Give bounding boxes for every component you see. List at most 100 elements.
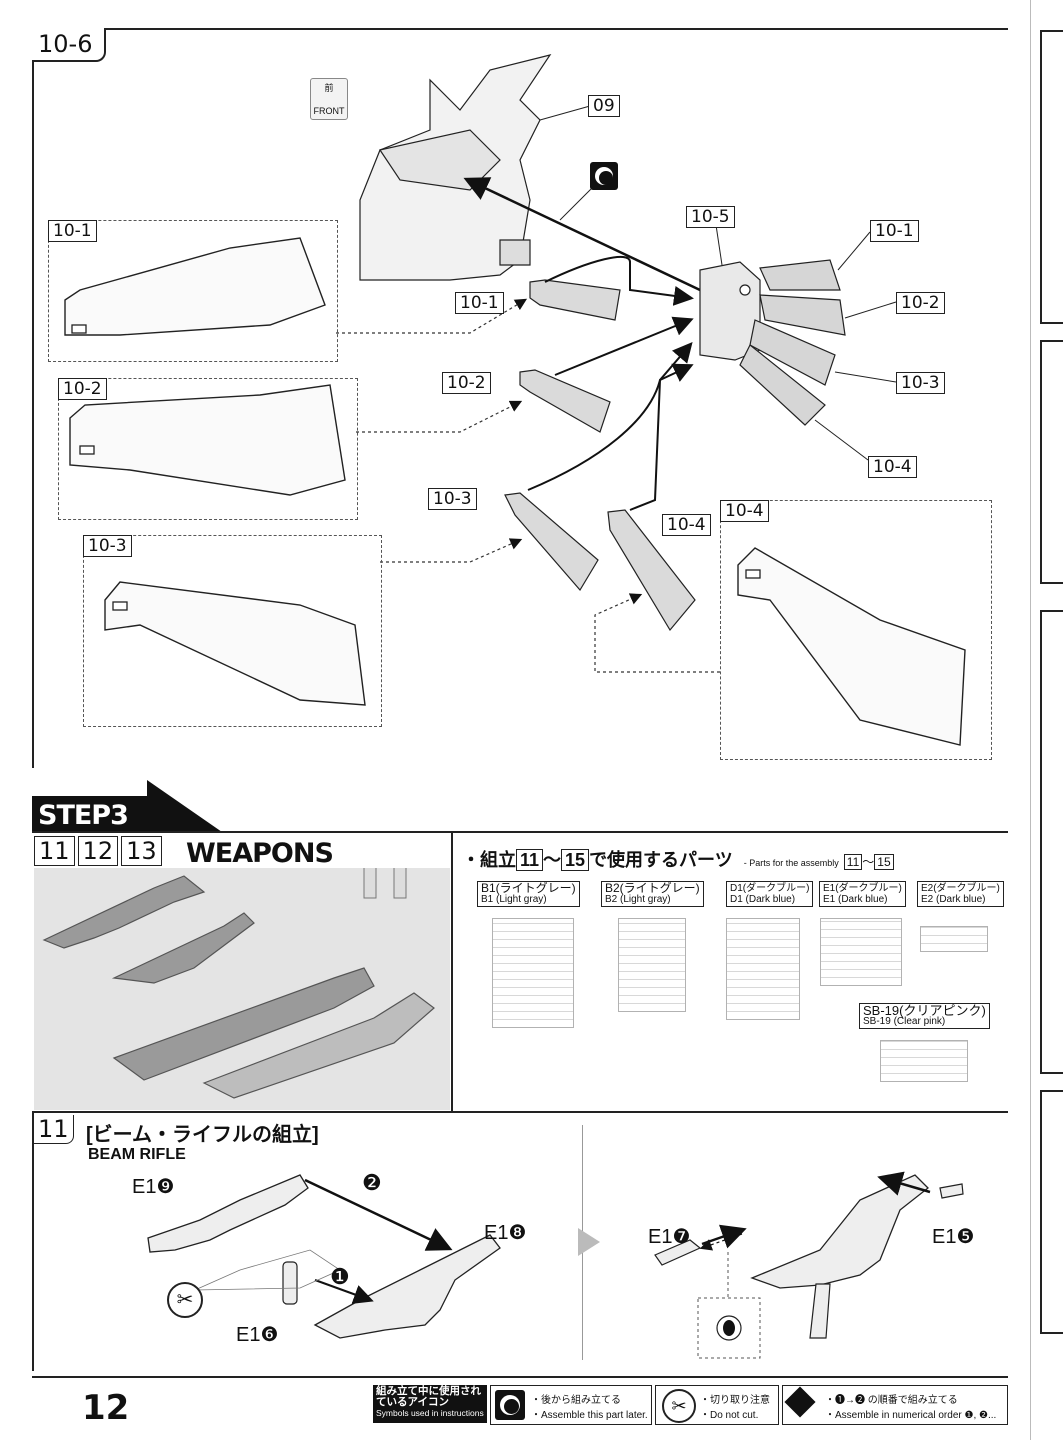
runner-sb19-en: SB-19 (Clear pink) <box>863 1016 946 1027</box>
step3-banner-shape <box>32 780 222 832</box>
footer-rule <box>32 1376 1008 1378</box>
parts-title-n1: 11 <box>516 849 544 871</box>
runner-label-d1: D1(ダークブルー) D1 (Dark blue) <box>726 881 814 907</box>
step-13-box: 13 <box>121 836 162 866</box>
next-page-box-3 <box>1040 610 1063 1074</box>
runner-b1-en: B1 (Light gray) <box>481 894 547 905</box>
part-e1-7-label: E1❼ <box>648 1226 691 1248</box>
step3-rule <box>32 831 1008 833</box>
part-e1-6-label: E1❻ <box>236 1324 279 1346</box>
parts-title-a: ・組立 <box>462 850 516 870</box>
detail-skirts <box>64 237 966 746</box>
label-right-10-3: 10-3 <box>896 372 945 394</box>
part-e1-8-label: E1❽ <box>484 1222 527 1244</box>
part-e1-5-label: E1❺ <box>932 1226 975 1248</box>
do-not-cut-icon: ✂ <box>167 1282 203 1318</box>
label-mid-10-3: 10-3 <box>428 488 477 510</box>
parts-title-en-n2: 15 <box>874 854 894 870</box>
beam-rifle-illustration <box>147 1171 964 1359</box>
step11-number: 11 <box>34 1115 74 1144</box>
runner-e2-en: E2 (Dark blue) <box>921 894 986 905</box>
parts-title-n2: 15 <box>561 849 590 871</box>
runner-label-e1: E1(ダークブルー) E1 (Dark blue) <box>819 881 906 907</box>
legend-order-jp: ・❶→❷ の順番で組み立てる <box>825 1395 958 1406</box>
runner-e1-jp: E1(ダークブルー) <box>823 883 902 894</box>
legend-title-en: Symbols used in instructions <box>376 1408 484 1418</box>
order-marker-1: ❶ <box>330 1264 350 1289</box>
detail-box-4 <box>720 500 992 760</box>
legend-order-icon <box>784 1386 816 1418</box>
parts-title-b: で使用するパーツ <box>589 850 733 870</box>
left-rule <box>32 28 34 768</box>
top-rule <box>32 28 1008 30</box>
step-11-box: 11 <box>34 836 75 866</box>
label-mid-10-2: 10-2 <box>442 372 491 394</box>
runner-b2-en: B2 (Light gray) <box>605 894 671 905</box>
legend-do-not-cut: ✂ ・切り取り注意 ・Do not cut. <box>655 1385 779 1425</box>
label-hub-10-5: 10-5 <box>686 206 735 228</box>
legend-cut-icon: ✂ <box>662 1389 696 1423</box>
next-page-box-2 <box>1040 340 1063 584</box>
mid-skirts <box>504 279 696 632</box>
runner-e1-en: E1 (Dark blue) <box>823 894 888 905</box>
part-label-09: 09 <box>588 95 620 117</box>
runner-label-b2: B2(ライトグレー) B2 (Light gray) <box>601 881 704 907</box>
weapons-title: WEAPONS <box>186 838 334 869</box>
legend-later-en: ・Assemble this part later. <box>531 1410 648 1421</box>
label-right-10-4: 10-4 <box>868 456 917 478</box>
front-icon-jp: 前 <box>324 83 334 93</box>
label-box-10-1: 10-1 <box>48 220 97 242</box>
parts-title-tilde: 〜 <box>543 850 562 870</box>
part-e1-9-label: E1❾ <box>132 1176 175 1198</box>
next-page-box-1 <box>1040 30 1063 324</box>
legend-assemble-later: ・後から組み立てる ・Assemble this part later. <box>490 1385 652 1425</box>
torso-figure <box>359 54 552 281</box>
step11-title-en: BEAM RIFLE <box>88 1146 186 1163</box>
legend-cut-jp: ・切り取り注意 <box>700 1395 770 1406</box>
label-box-10-3: 10-3 <box>83 535 132 557</box>
runner-d1-jp: D1(ダークブルー) <box>730 883 810 894</box>
runner-label-e2: E2(ダークブルー) E2 (Dark blue) <box>917 881 1004 907</box>
runner-e2-jp: E2(ダークブルー) <box>921 883 1000 894</box>
runner-e2-image <box>920 926 988 952</box>
label-right-10-1: 10-1 <box>870 220 919 242</box>
step-label: 10-6 <box>32 28 106 62</box>
label-mid-10-4: 10-4 <box>662 514 711 536</box>
order-marker-2: ❷ <box>362 1170 382 1195</box>
next-page-box-4 <box>1040 1090 1063 1334</box>
runner-d1-image <box>726 918 800 1020</box>
runner-label-sb19: SB-19(クリアピンク) SB-19 (Clear pink) <box>859 1003 990 1029</box>
legend-later-jp: ・後から組み立てる <box>531 1395 621 1406</box>
step11-left-border <box>32 1111 34 1371</box>
runner-b2-jp: B2(ライトグレー) <box>605 881 700 895</box>
label-box-10-2: 10-2 <box>58 378 107 400</box>
step-boxes: 11 12 13 <box>34 836 162 866</box>
step-label-text: 10-6 <box>38 30 93 58</box>
runner-d1-en: D1 (Dark blue) <box>730 894 796 905</box>
front-icon: 前 FRONT <box>310 78 348 120</box>
runner-sb19-jp: SB-19(クリアピンク) <box>863 1003 986 1018</box>
step-12-box: 12 <box>77 836 119 866</box>
detail-box-2 <box>58 378 358 520</box>
label-right-10-2: 10-2 <box>896 292 945 314</box>
skirt-fan <box>739 259 846 426</box>
parts-title-en: - Parts for the assembly <box>743 858 839 868</box>
legend-later-icon <box>495 1390 525 1420</box>
page-number: 12 <box>82 1388 130 1428</box>
assembly-illustration <box>64 54 966 746</box>
runner-sb19-image <box>880 1040 968 1082</box>
front-icon-en: FRONT <box>313 106 345 116</box>
assemble-later-icon <box>590 162 618 190</box>
runner-b1-jp: B1(ライトグレー) <box>481 881 576 895</box>
label-mid-10-1: 10-1 <box>455 292 504 314</box>
step3-banner-text: STEP3 <box>38 800 129 831</box>
runner-e1-image <box>820 918 902 986</box>
legend-order: ・❶→❷ の順番で組み立てる ・Assemble in numerical or… <box>782 1385 1008 1425</box>
section-divider-vertical <box>451 833 453 1111</box>
right-divider <box>1030 0 1031 1440</box>
detail-box-1 <box>48 220 338 362</box>
legend-title: 組み立て中に使用されているアイコン Symbols used in instru… <box>373 1385 487 1423</box>
legend-cut-en: ・Do not cut. <box>700 1410 759 1421</box>
step11-rule <box>32 1111 1008 1113</box>
